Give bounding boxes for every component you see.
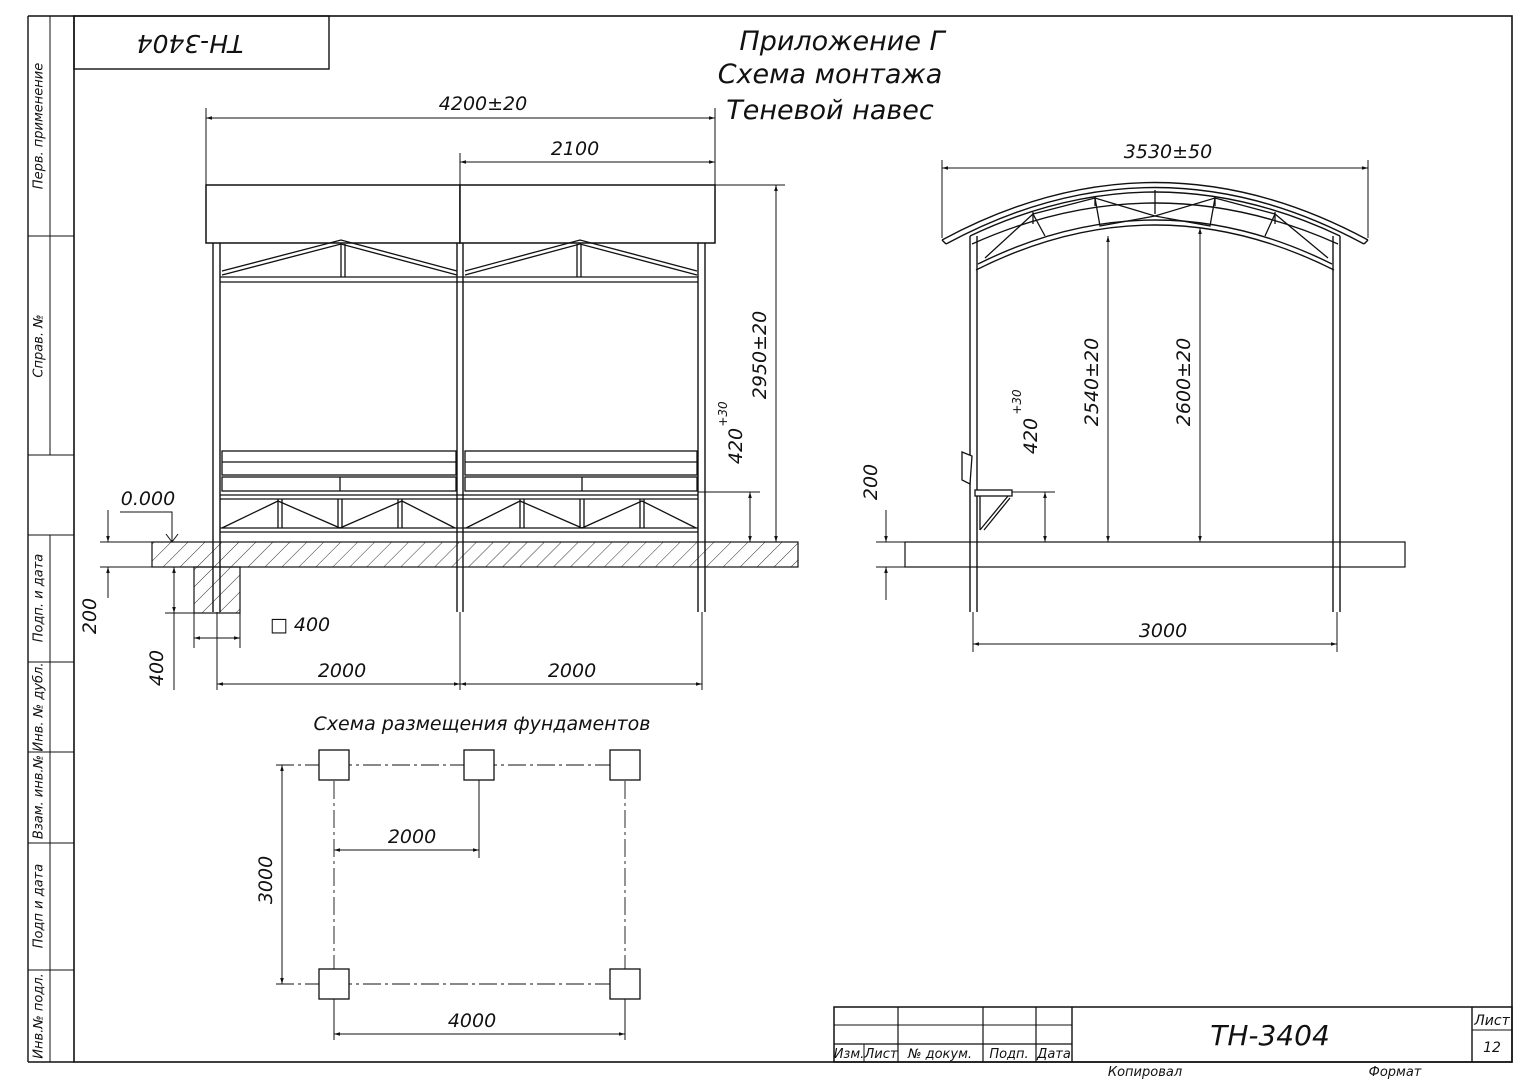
foundation-block bbox=[609, 968, 641, 1000]
dim-front-seat-height: 420 bbox=[725, 428, 747, 464]
side-label-podp-i-data-2: Подп и дата bbox=[32, 864, 47, 948]
front-bottom-truss bbox=[220, 494, 698, 533]
dim-foundation-spacing: 2000 bbox=[388, 826, 436, 848]
level-mark-front: 0.000 bbox=[121, 488, 175, 510]
side-bench bbox=[961, 451, 1013, 531]
foundation-block bbox=[318, 749, 350, 781]
dim-side-height-low: 2540±20 bbox=[1081, 338, 1103, 426]
dim-front-foundation-depth: 400 bbox=[146, 650, 168, 686]
dim-front-span-left: 2000 bbox=[318, 660, 366, 682]
tb-col-doc-no: № докум. bbox=[907, 1047, 972, 1062]
tb-format: Формат bbox=[1369, 1065, 1422, 1080]
tb-kopiroval: Копировал bbox=[1108, 1065, 1182, 1080]
tb-col-date: Дата bbox=[1036, 1047, 1071, 1062]
title-block bbox=[833, 1006, 1513, 1063]
dim-front-seat-tolerance: +30 bbox=[716, 401, 730, 427]
dim-front-slab-thickness: 200 bbox=[79, 598, 101, 634]
tb-sheet-label: Лист bbox=[1473, 1013, 1510, 1029]
front-dimensions bbox=[100, 108, 785, 690]
tb-sheet-number: 12 bbox=[1483, 1040, 1501, 1056]
side-label-podp-i-data-1: Подп. и дата bbox=[32, 554, 47, 643]
title-block-labels: Изм. Лист № докум. Подп. Дата ТН-3404 Ли… bbox=[834, 1013, 1511, 1080]
side-view: 3530±50 2540±20 2600±20 420 +30 200 3000 bbox=[860, 141, 1406, 652]
side-dimension-labels: 3530±50 2540±20 2600±20 420 +30 200 3000 bbox=[860, 141, 1212, 642]
title-line-2: Схема монтажа bbox=[718, 59, 943, 90]
dim-front-total-height: 2950±20 bbox=[749, 311, 771, 399]
dim-side-height-high: 2600±20 bbox=[1173, 338, 1195, 426]
foundation-block-front bbox=[193, 566, 241, 614]
dim-side-overall-width: 3530±50 bbox=[1124, 141, 1212, 163]
dim-foundation-depth: 3000 bbox=[255, 856, 277, 904]
side-label-inv-no-podl: Инв.№ подл. bbox=[32, 973, 47, 1059]
front-dimension-labels: 4200±20 2100 2950±20 420 +30 0.000 200 4… bbox=[79, 93, 771, 686]
dim-side-seat-tolerance: +30 bbox=[1010, 389, 1024, 415]
foundation-plan: Схема размещения фундаментов 2000 300 bbox=[255, 713, 650, 1040]
front-roof bbox=[205, 184, 716, 244]
side-strip-labels: Перв. применение Справ. № Подп. и дата И… bbox=[32, 63, 47, 1059]
front-benches bbox=[221, 450, 698, 492]
side-posts bbox=[969, 236, 1341, 612]
side-dimensions bbox=[876, 160, 1369, 652]
tb-col-list: Лист bbox=[864, 1047, 898, 1062]
dim-front-half-width: 2100 bbox=[551, 138, 599, 160]
dim-side-slab-thickness: 200 bbox=[860, 464, 882, 500]
front-top-truss bbox=[220, 239, 698, 283]
title-line-3: Теневой навес bbox=[726, 95, 934, 126]
foundation-axes bbox=[276, 752, 640, 1000]
side-label-vzam-inv-no: Взам. инв.№ bbox=[32, 755, 47, 839]
dim-foundation-length: 4000 bbox=[448, 1010, 496, 1032]
front-posts bbox=[212, 243, 706, 612]
sheet-frame bbox=[27, 15, 1513, 1063]
drawing-title: Приложение Г Схема монтажа Теневой навес bbox=[718, 26, 947, 126]
foundation-block bbox=[318, 968, 350, 1000]
foundation-dimensions bbox=[280, 765, 626, 1040]
side-roof-truss bbox=[984, 190, 1329, 259]
stamp-code-rotated: ТН-3404 bbox=[137, 29, 244, 58]
ground-slab-front bbox=[151, 541, 799, 568]
ground-slab-side bbox=[904, 541, 1406, 568]
foundation-dimension-labels: 2000 3000 4000 bbox=[255, 826, 496, 1032]
foundation-plan-title: Схема размещения фундаментов bbox=[314, 713, 651, 735]
tb-col-izm: Изм. bbox=[834, 1047, 865, 1062]
dim-front-foundation-size: □ 400 bbox=[270, 614, 330, 636]
title-line-1: Приложение Г bbox=[739, 26, 946, 57]
side-label-sprav-no: Справ. № bbox=[32, 314, 47, 377]
foundation-block bbox=[463, 749, 495, 781]
dim-side-span: 3000 bbox=[1139, 620, 1187, 642]
foundation-block bbox=[609, 749, 641, 781]
dim-front-overall-width: 4200±20 bbox=[439, 93, 527, 115]
dim-front-span-right: 2000 bbox=[548, 660, 596, 682]
tb-code: ТН-3404 bbox=[1210, 1019, 1330, 1052]
side-label-inv-no-dubl: Инв. № дубл. bbox=[32, 663, 47, 752]
dim-side-seat-height: 420 bbox=[1020, 418, 1042, 454]
front-view: 4200±20 2100 2950±20 420 +30 0.000 200 4… bbox=[79, 93, 799, 690]
side-label-perv-primenenie: Перв. применение bbox=[32, 63, 47, 189]
tb-col-podp: Подп. bbox=[989, 1047, 1028, 1062]
